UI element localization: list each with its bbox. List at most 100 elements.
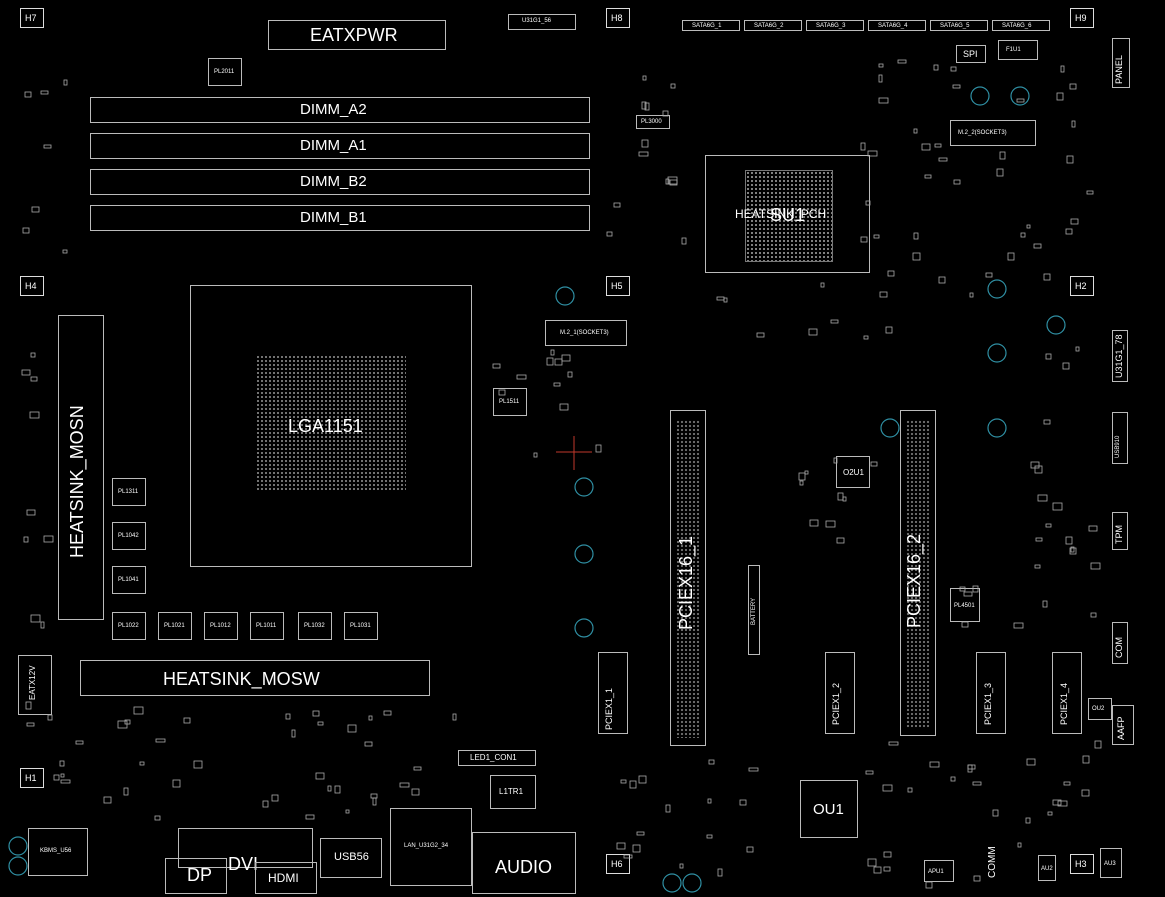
smd-component [554, 358, 563, 366]
smd-component [992, 809, 999, 817]
smd-component [644, 102, 650, 111]
pch-heatsink [705, 155, 870, 273]
board-hole-marker [880, 418, 900, 438]
smd-component [938, 276, 946, 284]
sata-port-label: SATA6G_6 [1002, 23, 1032, 29]
smd-component [1042, 600, 1048, 608]
smd-component [670, 83, 676, 89]
smd-component [616, 842, 626, 850]
dimm-slot [90, 97, 590, 123]
smd-component [43, 144, 52, 149]
smd-component [1026, 224, 1031, 229]
mounting-hole: H6 [606, 854, 630, 874]
smd-component [952, 84, 961, 89]
smd-component [26, 509, 36, 516]
smd-component [492, 363, 501, 369]
smd-component [860, 236, 868, 243]
chip-au2: AU2 [1038, 855, 1056, 881]
dimm-label: DIMM_A2 [300, 101, 367, 118]
smd-component [22, 227, 30, 234]
smd-component [1071, 120, 1076, 128]
smd-component [334, 785, 341, 794]
board-hole-marker [1010, 86, 1030, 106]
smd-component [863, 335, 869, 340]
usb56-label: USB56 [334, 851, 369, 863]
com-header [1112, 622, 1128, 664]
smd-component [717, 868, 723, 877]
chip-ou2: OU2 [1088, 698, 1112, 720]
power-choke: PL1511 [493, 388, 527, 416]
chip-apu1: APU1 [924, 860, 954, 882]
smd-component [62, 249, 68, 254]
smd-component [888, 741, 899, 746]
smd-component [867, 858, 877, 867]
smd-component [870, 461, 878, 467]
dimm-slot [90, 205, 590, 231]
smd-component [985, 272, 993, 278]
pcie-pins [676, 420, 700, 738]
board-hole-marker [662, 873, 682, 893]
aafp-header [1112, 705, 1134, 745]
dimm-label: DIMM_A1 [300, 137, 367, 154]
smd-component [345, 809, 350, 814]
smd-component [364, 741, 373, 747]
smd-component [723, 297, 728, 303]
smd-component [1094, 740, 1102, 749]
smd-component [746, 846, 754, 853]
smd-component [317, 721, 324, 726]
smd-component [47, 714, 53, 721]
smd-component [561, 354, 571, 362]
smd-component [667, 176, 678, 185]
smd-component [1034, 465, 1043, 474]
smd-component [1047, 811, 1053, 816]
smd-component [999, 151, 1006, 160]
chip-ou1: OU1 [800, 780, 858, 838]
tpm-header [1112, 512, 1128, 550]
usb56-port [320, 838, 382, 878]
smd-component [124, 719, 131, 725]
power-choke: PL1012 [204, 612, 238, 640]
sata-port: SATA6G_6 [992, 20, 1050, 31]
smd-component [103, 796, 112, 804]
sata-port: SATA6G_3 [806, 20, 864, 31]
smd-component [662, 110, 669, 117]
smd-component [961, 621, 969, 628]
smd-component [933, 64, 939, 71]
spi-label: SPI [963, 49, 978, 59]
smd-component [1045, 353, 1052, 360]
smd-component [133, 706, 144, 715]
smd-component [963, 591, 973, 597]
audio-jack-stack [472, 832, 576, 894]
eatxpwr-label: EATXPWR [310, 25, 398, 45]
mounting-hole: H9 [1070, 8, 1094, 28]
smd-component [867, 150, 878, 157]
board-hole-marker [8, 856, 28, 876]
mounting-hole: H8 [606, 8, 630, 28]
smd-component [967, 764, 976, 770]
smd-component [641, 139, 649, 148]
pcie-x1-slot [1052, 652, 1082, 734]
smd-component [873, 234, 880, 239]
smd-component [665, 804, 671, 813]
mounting-hole: H7 [20, 8, 44, 28]
smd-component [271, 794, 279, 802]
smd-component [1030, 461, 1040, 469]
smd-component [632, 844, 641, 853]
smd-component [21, 369, 31, 376]
smd-component [950, 776, 956, 782]
smd-component [748, 767, 759, 772]
smd-component [1035, 537, 1043, 542]
smd-component [123, 787, 129, 796]
smd-component [1007, 252, 1015, 261]
smd-component [638, 151, 649, 157]
dvi-label: DVI [228, 854, 259, 874]
smd-component [953, 179, 961, 185]
pch-pin-field [745, 170, 833, 262]
mounting-hole: H2 [1070, 276, 1094, 296]
smd-component [1090, 562, 1101, 570]
sata-port-label: SATA6G_2 [754, 23, 784, 29]
smd-component [546, 357, 554, 366]
smd-component [595, 444, 602, 453]
kbms-port [28, 828, 88, 876]
smd-component [1025, 817, 1031, 824]
